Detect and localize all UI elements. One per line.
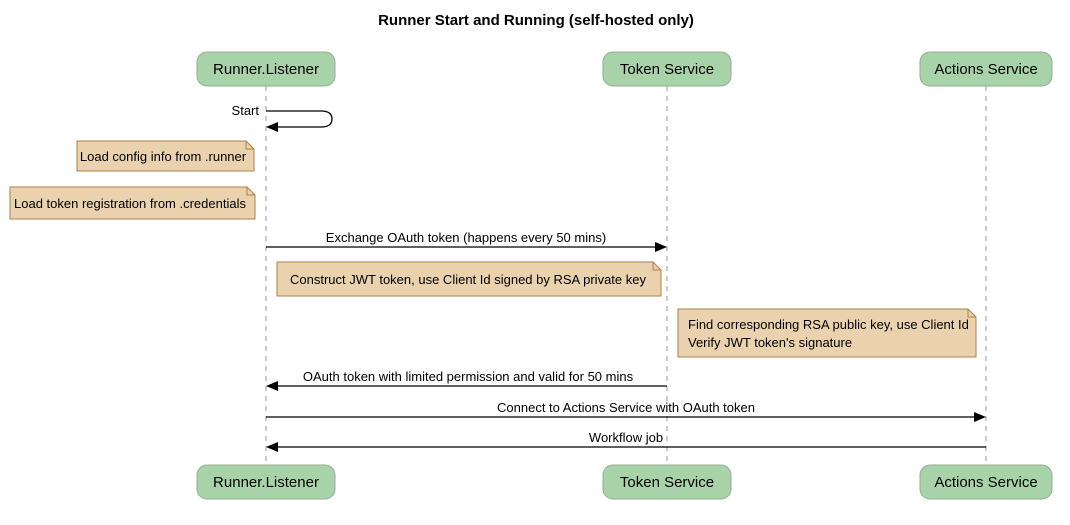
note-text-line-2: Verify JWT token's signature [688, 335, 852, 350]
arrowhead-right-icon [655, 242, 667, 252]
participant-label: Actions Service [934, 474, 1037, 491]
participant-actions-service-bottom: Actions Service [919, 464, 1053, 500]
participant-box [602, 51, 732, 87]
participant-box [602, 464, 732, 500]
note-load-config: Load config info from .runner [76, 140, 255, 172]
message-label: Exchange OAuth token (happens every 50 m… [326, 230, 606, 245]
note-shape [9, 186, 256, 220]
note-shape [76, 140, 255, 172]
arrowhead-left-icon [266, 442, 278, 452]
participant-runner-listener-top: Runner.Listener [196, 51, 336, 87]
participant-label: Actions Service [934, 61, 1037, 78]
message-oauth-token-returned: OAuth token with limited permission and … [266, 369, 667, 391]
participant-label: Runner.Listener [213, 61, 319, 78]
participant-box [919, 51, 1053, 87]
participant-label: Token Service [620, 474, 714, 491]
arrowhead-left-icon [266, 381, 278, 391]
note-construct-jwt: Construct JWT token, use Client Id signe… [276, 261, 662, 297]
note-text: Construct JWT token, use Client Id signe… [290, 272, 646, 287]
note-fold-icon [245, 141, 254, 150]
message-start-self: Start [232, 103, 333, 132]
participant-label: Runner.Listener [213, 474, 319, 491]
note-shape [276, 261, 662, 297]
message-label: OAuth token with limited permission and … [303, 369, 634, 384]
note-verify-jwt: Find corresponding RSA public key, use C… [677, 308, 977, 358]
participant-box [196, 51, 336, 87]
note-load-token-registration: Load token registration from .credential… [9, 186, 256, 220]
note-text-line-1: Find corresponding RSA public key, use C… [688, 317, 969, 332]
message-exchange-oauth-token: Exchange OAuth token (happens every 50 m… [266, 230, 667, 252]
note-fold-icon [967, 309, 976, 318]
note-shape [677, 308, 977, 358]
participant-box [919, 464, 1053, 500]
arrowhead-right-icon [974, 412, 986, 422]
diagram-title: Runner Start and Running (self-hosted on… [378, 12, 694, 29]
participant-actions-service-top: Actions Service [919, 51, 1053, 87]
participant-token-service-bottom: Token Service [602, 464, 732, 500]
message-label: Connect to Actions Service with OAuth to… [497, 400, 755, 415]
note-fold-icon [246, 187, 255, 196]
arrowhead-left-icon [266, 122, 278, 132]
note-fold-icon [652, 262, 661, 271]
note-text: Load config info from .runner [80, 149, 247, 164]
note-text: Load token registration from .credential… [14, 196, 246, 211]
participant-runner-listener-bottom: Runner.Listener [196, 464, 336, 500]
message-connect-actions-service: Connect to Actions Service with OAuth to… [266, 400, 986, 422]
message-workflow-job: Workflow job [266, 430, 986, 452]
participant-box [196, 464, 336, 500]
participant-label: Token Service [620, 61, 714, 78]
self-arrow-line [266, 110, 333, 128]
message-label: Workflow job [589, 430, 663, 445]
participant-token-service-top: Token Service [602, 51, 732, 87]
message-label: Start [232, 103, 260, 118]
